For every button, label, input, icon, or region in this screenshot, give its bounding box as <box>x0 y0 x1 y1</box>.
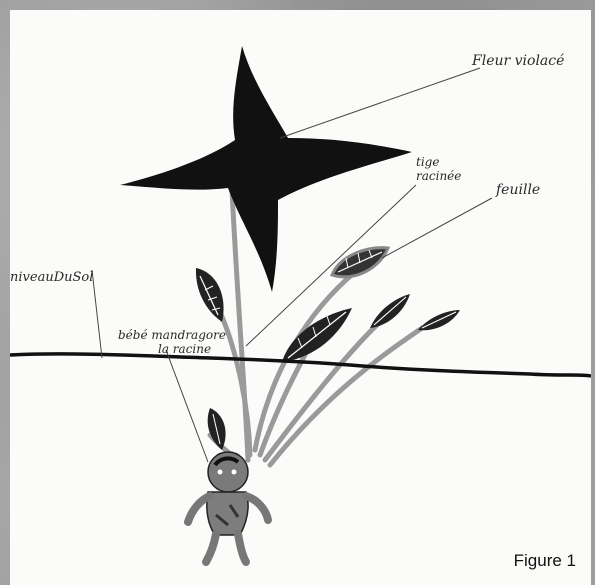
pointer-ground <box>92 270 102 358</box>
leaf-top-left <box>196 268 224 322</box>
drawing-canvas <box>10 10 591 585</box>
mandrake-root-figure <box>188 452 268 562</box>
pointer-leaf <box>382 198 492 258</box>
drawing-sheet: Fleur violacé tige racinée feuille nivea… <box>10 10 591 585</box>
pointer-baby <box>166 350 208 462</box>
label-niveau-du-sol: niveauDuSol <box>10 270 93 285</box>
leaf-middle <box>282 308 352 362</box>
label-bebe-line1: bébé mandragore <box>118 328 226 342</box>
label-tige-line2: racinée <box>416 169 461 183</box>
leaf-bottom <box>208 408 226 450</box>
leaf-right-1 <box>370 294 410 328</box>
label-tige-line1: tige <box>416 155 439 169</box>
label-bebe-line2: la racine <box>158 342 211 356</box>
pointer-lines <box>92 68 492 462</box>
leaf-right-2 <box>418 310 460 330</box>
pointer-flower <box>280 68 480 138</box>
leaf-upper-right <box>332 248 388 277</box>
label-feuille: feuille <box>496 182 540 198</box>
label-fleur-violace: Fleur violacé <box>472 53 564 69</box>
figure-caption: Figure 1 <box>514 551 576 571</box>
